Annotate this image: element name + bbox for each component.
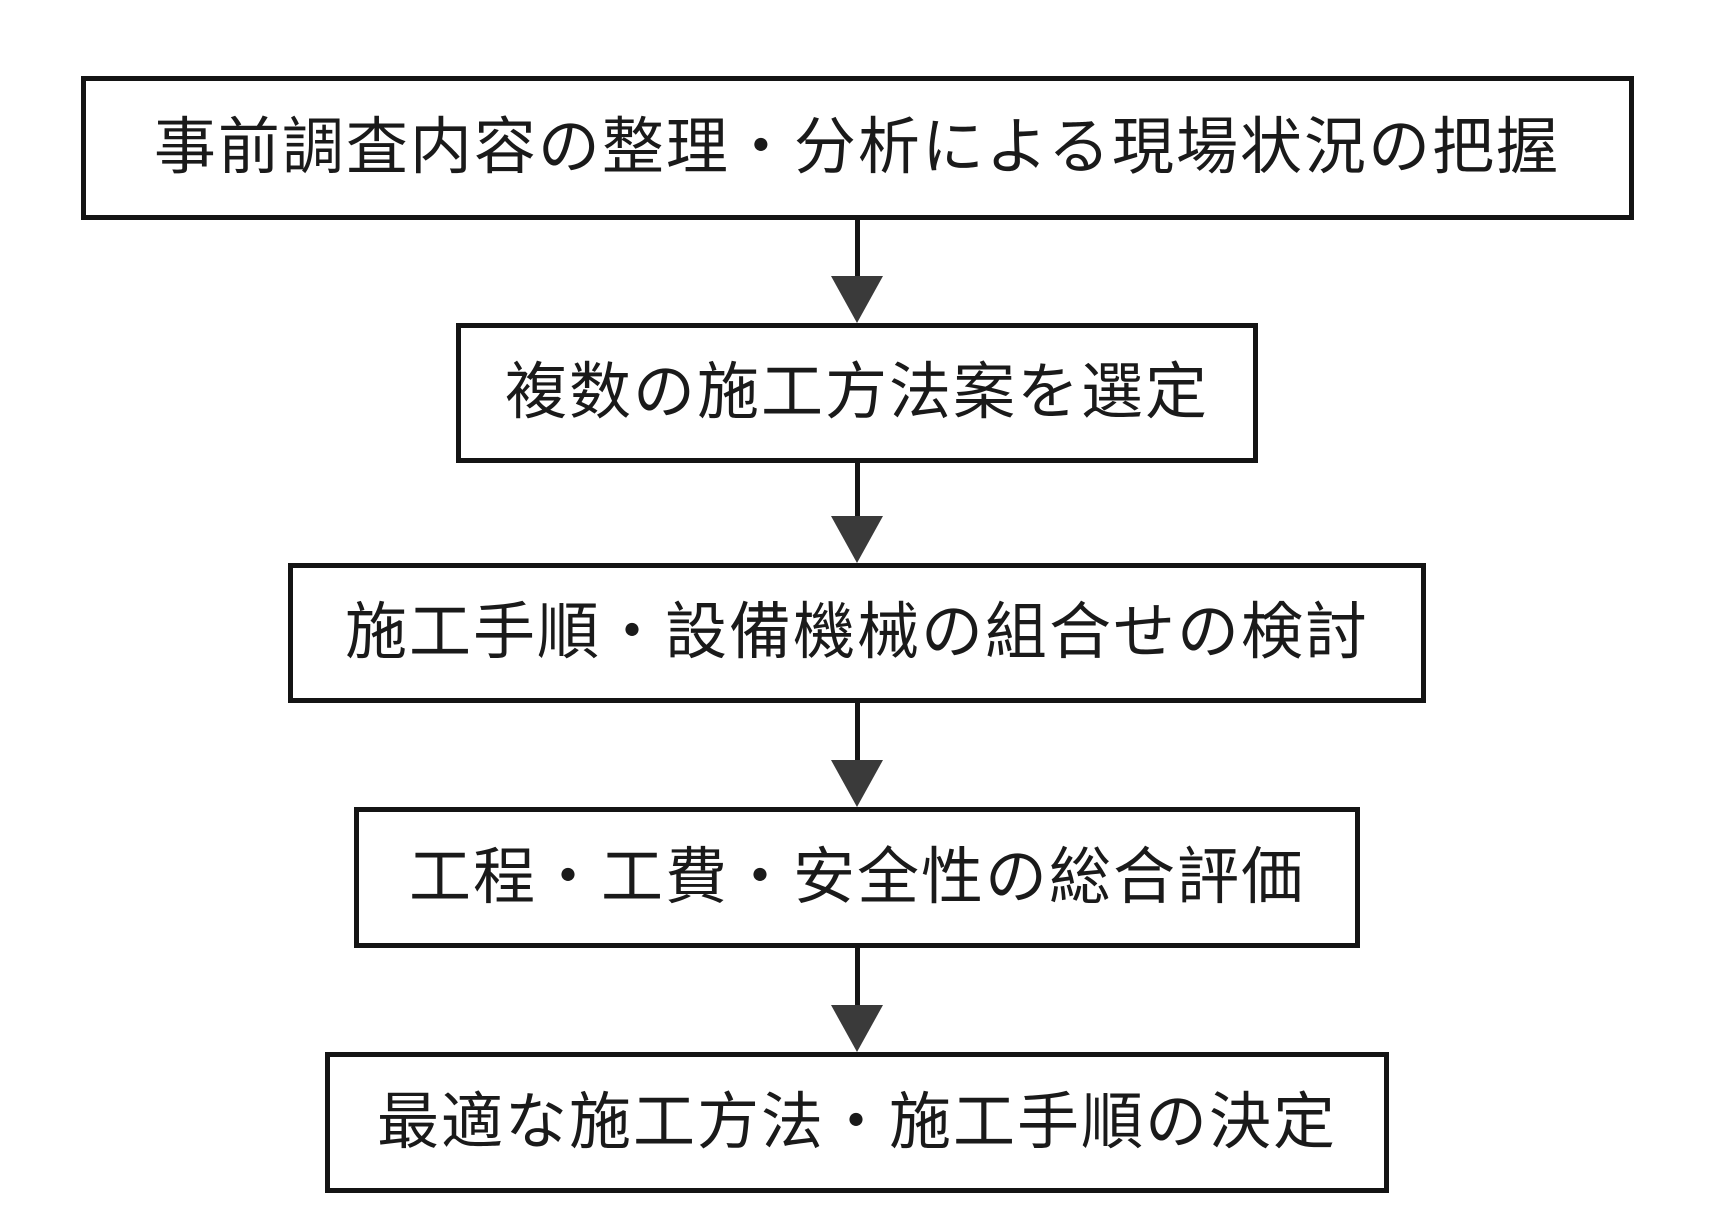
flow-step-5-label: 最適な施工方法・施工手順の決定 (376, 1088, 1337, 1157)
flow-step-3-label: 施工手順・設備機械の組合せの検討 (344, 599, 1369, 667)
arrow-head (831, 516, 883, 563)
flow-step-5-box: 最適な施工方法・施工手順の決定 (325, 1052, 1389, 1193)
arrow-head (831, 1005, 883, 1052)
arrow-stem (854, 220, 860, 276)
arrow-head (831, 760, 883, 807)
down-arrow-icon (827, 948, 887, 1052)
arrow-head (831, 276, 883, 323)
flow-step-1-label: 事前調査内容の整理・分析による現場状況の把握 (153, 114, 1561, 182)
flow-step-2-box: 複数の施工方法案を選定 (456, 323, 1258, 463)
flow-step-4-label: 工程・工費・安全性の総合評価 (408, 843, 1305, 912)
flow-step-1-box: 事前調査内容の整理・分析による現場状況の把握 (80, 76, 1634, 220)
flow-step-2-label: 複数の施工方法案を選定 (504, 359, 1209, 427)
arrow-stem (854, 948, 860, 1005)
process-flowchart: 事前調査内容の整理・分析による現場状況の把握 複数の施工方法案を選定 施工手順・… (0, 76, 1714, 1193)
arrow-stem (854, 703, 860, 760)
down-arrow-icon (827, 463, 887, 563)
down-arrow-icon (827, 220, 887, 323)
down-arrow-icon (827, 703, 887, 807)
flow-step-3-box: 施工手順・設備機械の組合せの検討 (288, 563, 1426, 703)
flow-step-4-box: 工程・工費・安全性の総合評価 (354, 807, 1360, 948)
arrow-stem (854, 463, 860, 516)
